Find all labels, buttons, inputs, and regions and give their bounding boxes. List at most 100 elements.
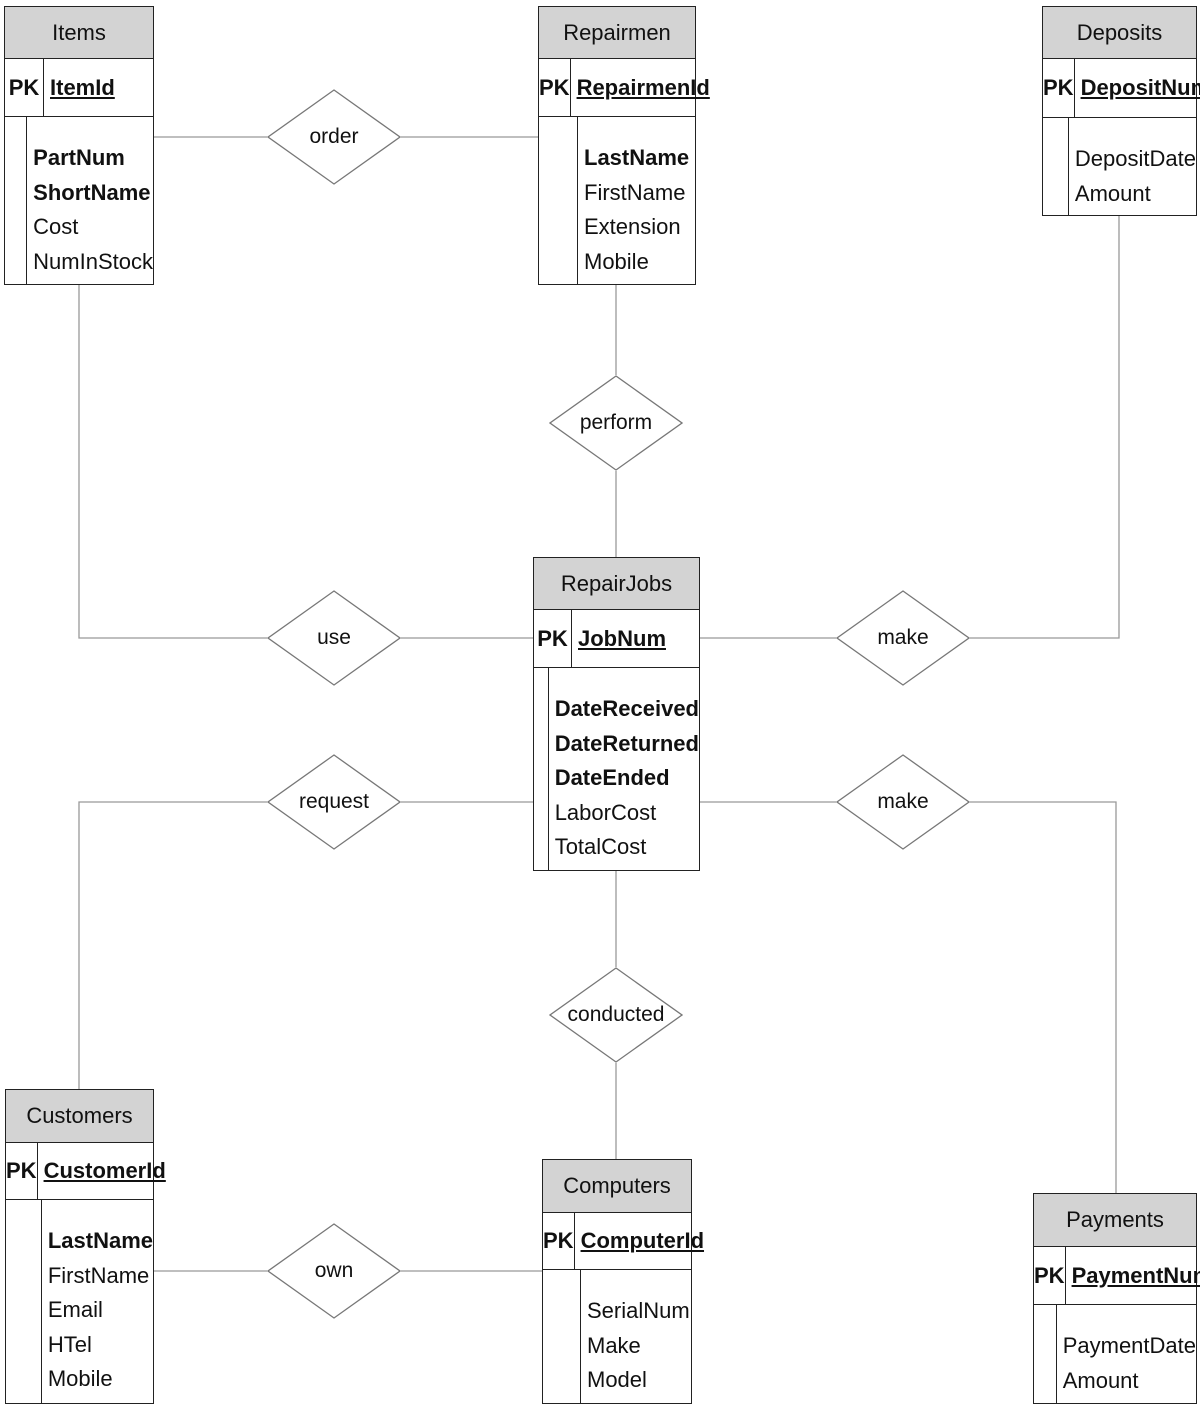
relationship-order: order <box>267 89 401 185</box>
relationship-make-payment: make <box>836 754 970 850</box>
entity-computers: Computers PK ComputerId SerialNum Make M… <box>542 1159 704 1404</box>
attribute-section: LastName FirstName Email HTel Mobile <box>6 1200 153 1404</box>
attribute-gutter <box>534 668 549 871</box>
entity-title: Repairmen <box>539 7 695 59</box>
attribute: Email <box>47 1297 103 1322</box>
primary-key-row: PK JobNum <box>534 610 699 668</box>
relationship-conducted: conducted <box>549 967 683 1063</box>
diamond-shape <box>267 754 401 850</box>
entity-deposits: Deposits PK DepositNum DepositDate Amoun… <box>1042 6 1200 216</box>
diamond-shape <box>549 375 683 471</box>
attribute-list: DateReceived DateReturned DateEnded Labo… <box>549 668 699 871</box>
attribute: ShortName <box>33 179 151 205</box>
attribute-gutter <box>1043 118 1069 216</box>
entity-items: Items PK ItemId PartNum ShortName Cost N… <box>4 6 154 285</box>
relationship-label: order <box>309 125 359 148</box>
attribute: DateReceived <box>554 696 699 721</box>
pk-label: PK <box>5 59 44 116</box>
entity-repairmen: Repairmen PK RepairmenId LastName FirstN… <box>538 6 710 285</box>
attribute-section: LastName FirstName Extension Mobile <box>539 117 695 285</box>
attribute: Model <box>587 1367 647 1392</box>
primary-key-row: PK CustomerId <box>6 1143 166 1200</box>
diamond-shape <box>836 590 970 686</box>
attribute-section: DateReceived DateReturned DateEnded Labo… <box>534 668 699 871</box>
relationship-request: request <box>267 754 401 850</box>
pk-label: PK <box>539 59 571 116</box>
attribute-list: LastName FirstName Extension Mobile <box>578 117 689 285</box>
primary-key-name: CustomerId <box>43 1158 166 1183</box>
attribute: NumInStock <box>33 248 153 274</box>
pk-label: PK <box>543 1213 575 1269</box>
relationship-perform: perform <box>549 375 683 471</box>
primary-key-name: JobNum <box>578 625 666 651</box>
diamond-shape <box>267 1223 401 1319</box>
relationship-use: use <box>267 590 401 686</box>
diamond-shape <box>836 754 970 850</box>
attribute-gutter <box>5 117 28 285</box>
entity-title: Deposits <box>1043 7 1196 59</box>
attribute: Make <box>587 1332 641 1358</box>
relationship-label: make <box>877 790 929 813</box>
attribute-gutter <box>539 117 578 285</box>
attribute: PaymentDate <box>1062 1333 1196 1358</box>
primary-key-row: PK PaymentNum <box>1034 1247 1200 1305</box>
attribute: Cost <box>33 214 79 239</box>
primary-key-row: PK ItemId <box>5 59 153 117</box>
pk-label: PK <box>6 1143 38 1199</box>
primary-key-row: PK DepositNum <box>1043 59 1200 118</box>
attribute: PartNum <box>33 145 125 170</box>
attribute: DateEnded <box>554 765 670 790</box>
attribute-gutter <box>1034 1305 1057 1404</box>
attribute: Mobile <box>47 1366 113 1391</box>
relationship-own: own <box>267 1223 401 1319</box>
attribute: TotalCost <box>554 834 647 859</box>
attribute: Amount <box>1062 1367 1139 1393</box>
entity-title: Customers <box>6 1090 153 1143</box>
relationship-label: perform <box>579 411 653 434</box>
attribute-gutter <box>543 1270 581 1404</box>
relationship-label: request <box>298 790 370 813</box>
attribute: LastName <box>584 145 690 170</box>
relationship-label: conducted <box>567 1003 665 1026</box>
primary-key-name: DepositNum <box>1080 75 1200 100</box>
attribute: DepositDate <box>1074 146 1196 171</box>
primary-key-name: RepairmenId <box>576 74 710 100</box>
attribute-list: DepositDate Amount <box>1069 118 1196 216</box>
diamond-shape <box>267 89 401 185</box>
attribute: Mobile <box>584 248 649 274</box>
primary-key-row: PK RepairmenId <box>539 59 710 117</box>
primary-key-row: PK ComputerId <box>543 1213 704 1270</box>
pk-label: PK <box>1043 59 1075 117</box>
attribute-gutter <box>6 1200 42 1404</box>
attribute: DateReturned <box>554 730 699 756</box>
primary-key-name: PaymentNum <box>1071 1262 1200 1288</box>
entity-title: Computers <box>543 1160 691 1213</box>
entity-title: Items <box>5 7 153 59</box>
entity-title: Payments <box>1034 1194 1196 1247</box>
diamond-shape <box>549 967 683 1063</box>
attribute: Extension <box>584 214 681 239</box>
relationship-label: use <box>317 626 351 649</box>
entity-repairjobs: RepairJobs PK JobNum DateReceived DateRe… <box>533 557 700 871</box>
attribute-list: SerialNum Make Model <box>581 1270 690 1404</box>
attribute: HTel <box>47 1331 92 1357</box>
attribute-list: LastName FirstName Email HTel Mobile <box>42 1200 153 1404</box>
entity-title: RepairJobs <box>534 558 699 610</box>
attribute: LaborCost <box>554 799 657 825</box>
relationship-label: make <box>877 626 929 649</box>
attribute: Amount <box>1074 180 1151 206</box>
primary-key-name: ComputerId <box>580 1228 705 1253</box>
attribute: LastName <box>47 1228 153 1253</box>
attribute: FirstName <box>47 1262 150 1288</box>
relationship-label: own <box>314 1259 354 1282</box>
attribute-list: PaymentDate Amount <box>1057 1305 1196 1404</box>
pk-label: PK <box>1034 1247 1066 1304</box>
relationship-make-deposit: make <box>836 590 970 686</box>
primary-key-name: ItemId <box>50 74 115 100</box>
attribute: SerialNum <box>587 1298 690 1323</box>
entity-payments: Payments PK PaymentNum PaymentDate Amoun… <box>1033 1193 1200 1404</box>
attribute-list: PartNum ShortName Cost NumInStock <box>27 117 153 285</box>
pk-label: PK <box>534 610 572 667</box>
attribute: FirstName <box>584 179 686 205</box>
